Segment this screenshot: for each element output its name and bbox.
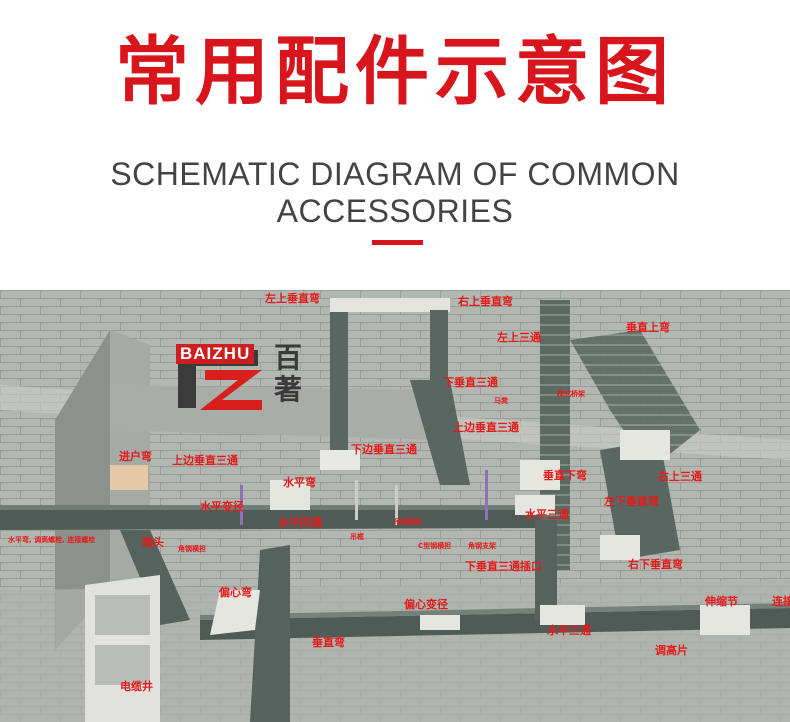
label-bottom-side-vertical-tee: 下边垂直三通	[351, 443, 417, 456]
label-horizontal-tee: 水平三通	[525, 508, 569, 521]
label-vertical-down-tee-insert: 下垂直三通插口	[465, 560, 542, 573]
label-top-left-vertical-bend: 左上垂直弯	[265, 292, 320, 305]
page-subtitle: SCHEMATIC DIAGRAM OF COMMON ACCESSORIES	[110, 156, 680, 229]
page-title: 常用配件示意图	[115, 29, 675, 115]
label-c-steel-bracket: C型钢横担	[418, 542, 452, 550]
label-horizontal-reducer: 水平变径	[200, 500, 244, 513]
label-small-note-1: 水平弯, 调高螺栓, 连接螺栓	[8, 536, 96, 544]
label-expansion-joint: 伸缩节	[705, 595, 738, 608]
accessories-diagram: BAIZHU 百著 左上垂直弯 右上垂直弯 左上三通 垂直上弯 下垂直三通 马凳…	[0, 290, 790, 722]
label-vertical-up-bend: 垂直上弯	[626, 321, 670, 334]
label-adjust-plate: 调高片	[655, 644, 688, 657]
label-connector: 连接	[772, 595, 790, 608]
label-top-right-vertical-bend: 右上垂直弯	[458, 295, 513, 308]
brand-name-en: BAIZHU	[176, 344, 255, 364]
label-hanger: 吊框	[350, 533, 364, 541]
label-small-note-2: 吊框横担	[394, 518, 422, 526]
label-horse-stool: 马凳	[494, 397, 508, 405]
label-bottom-right-vertical-bend: 右下垂直弯	[628, 558, 683, 571]
label-top-side-vertical-tee: 上边垂直三通	[453, 421, 519, 434]
label-top-side-vertical-tee-2: 上边垂直三通	[172, 454, 238, 467]
label-horizontal-cross: 水平四通	[278, 516, 322, 529]
label-angle-steel-bracket: 角钢横担	[178, 545, 206, 553]
label-ladder-tray: 梯式桥架	[557, 390, 585, 398]
label-offset-reducer: 偏心变径	[404, 598, 448, 611]
label-horizontal-bend: 水平弯	[283, 476, 316, 489]
label-horizontal-tee-2: 水平三通	[547, 624, 591, 637]
label-top-right-tee: 右上三通	[658, 470, 702, 483]
label-bottom-left-vertical-bend: 左下垂直弯	[604, 495, 659, 508]
label-offset-bend: 偏心弯	[219, 586, 252, 599]
label-vertical-down-tee: 下垂直三通	[443, 376, 498, 389]
label-vertical-bend: 垂直弯	[312, 636, 345, 649]
label-end-cap: 端头	[142, 536, 164, 549]
brand-name-cn: 百著	[274, 341, 303, 406]
label-vertical-down-bend: 垂直下弯	[543, 469, 587, 482]
diagram-illustration	[0, 290, 790, 722]
label-angle-steel-support: 角钢支架	[468, 542, 496, 550]
label-cable-shaft: 电缆井	[120, 680, 153, 693]
title-divider	[372, 240, 423, 245]
header: 常用配件示意图 SCHEMATIC DIAGRAM OF COMMON ACCE…	[0, 0, 790, 290]
label-wall-entry-bend: 进户弯	[119, 450, 152, 463]
label-top-left-tee: 左上三通	[497, 331, 541, 344]
